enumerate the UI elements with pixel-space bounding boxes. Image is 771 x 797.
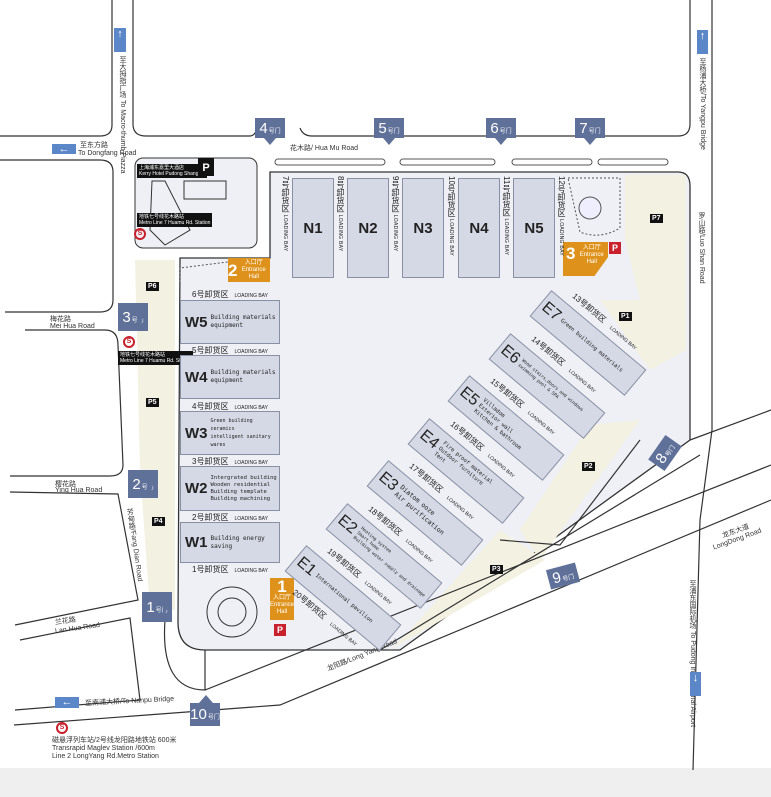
parking-p3: P3 xyxy=(490,565,503,574)
road-mei-hua-cn: 梅花路 xyxy=(50,316,71,323)
hall-n2[interactable]: N2 xyxy=(347,178,389,278)
loading-bay-7: 7号卸货区 LOADING BAY xyxy=(281,176,290,252)
arrow-down-icon xyxy=(383,138,395,145)
parking-icon: P xyxy=(274,624,286,636)
north-plaza xyxy=(567,177,621,236)
road-ying-hua-en: Ying Hua Road xyxy=(55,487,103,494)
loading-bay-12: 12号卸货区 LOADING BAY xyxy=(557,176,566,256)
arrow-down-icon xyxy=(495,138,507,145)
road-network xyxy=(0,0,771,770)
arrow-right-icon xyxy=(138,311,145,323)
bottom-strip xyxy=(0,768,771,797)
arrow-right-icon xyxy=(163,601,170,613)
parking-p1: P1 xyxy=(619,312,632,321)
venue-area xyxy=(177,171,691,651)
metro-logo-icon: S xyxy=(123,336,135,348)
parking-p4: P4 xyxy=(152,517,165,526)
arrow-up-icon xyxy=(199,695,213,703)
parking-p6: P6 xyxy=(146,282,159,291)
maglev-station-cn: 磁悬浮列车站/2号线龙阳路地铁站 600米 xyxy=(52,737,177,744)
arrow-left-icon: ← xyxy=(52,144,76,155)
road-ying-hua-cn: 樱花路 xyxy=(55,481,76,488)
arrow-up-icon: ↑ xyxy=(697,30,708,54)
west-plaza xyxy=(179,261,229,282)
metro-logo-icon: S xyxy=(134,228,146,240)
parking-garage-icon: P xyxy=(198,158,214,176)
hall-n4[interactable]: N4 xyxy=(458,178,500,278)
loading-bay-9: 9号卸货区 LOADING BAY xyxy=(391,176,400,252)
parking-area-p2 xyxy=(520,420,640,560)
arrow-left-icon: ← xyxy=(55,697,79,708)
road-mei-hua-en: Mei Hua Road xyxy=(50,323,95,330)
arrow-up-icon: ↑ xyxy=(114,28,126,52)
loading-bay-10: 10号卸货区 LOADING BAY xyxy=(447,176,456,256)
fountain xyxy=(578,196,602,220)
roundabout xyxy=(206,586,258,638)
parking-p7: P7 xyxy=(650,214,663,223)
arrow-down-icon xyxy=(584,138,596,145)
direction-yangpu: 至杨浦大桥/To Yangpu Bridge xyxy=(699,58,706,150)
road-luo-shan: 罗山路/Luo Shan Road xyxy=(698,212,705,284)
metro-logo-icon: S xyxy=(56,722,68,734)
parking-p5: P5 xyxy=(146,398,159,407)
direction-airport: 至浦东国际机场 To Pudong International Airport xyxy=(689,580,696,728)
direction-macro-thumb: 至大拇指广场 To Macro-thumb Piazza xyxy=(119,56,126,174)
arrow-down-icon: ↓ xyxy=(690,672,701,696)
parking-area-p7 xyxy=(625,175,686,310)
loading-bay-8: 8号卸货区 LOADING BAY xyxy=(336,176,345,252)
hall-n3[interactable]: N3 xyxy=(402,178,444,278)
loading-bay-11: 11号卸货区 LOADING BAY xyxy=(502,176,511,256)
hall-n1[interactable]: N1 xyxy=(292,178,334,278)
arrow-down-icon xyxy=(264,138,276,145)
parking-area-left xyxy=(135,260,175,610)
direction-dongfang-cn: 至东方路 xyxy=(80,142,108,149)
arrow-right-icon xyxy=(148,478,155,490)
parking-p2: P2 xyxy=(582,462,595,471)
parking-icon: P xyxy=(609,242,621,254)
hall-n5[interactable]: N5 xyxy=(513,178,555,278)
maglev-station-en: Transrapid Maglev Station /600m xyxy=(52,745,155,752)
direction-dongfang-en: To Dongfang Road xyxy=(78,150,137,157)
road-hua-mu: 花木路/ Hua Mu Road xyxy=(290,145,359,152)
maglev-line2-station: Line 2 LongYang Rd.Metro Station xyxy=(52,753,159,760)
